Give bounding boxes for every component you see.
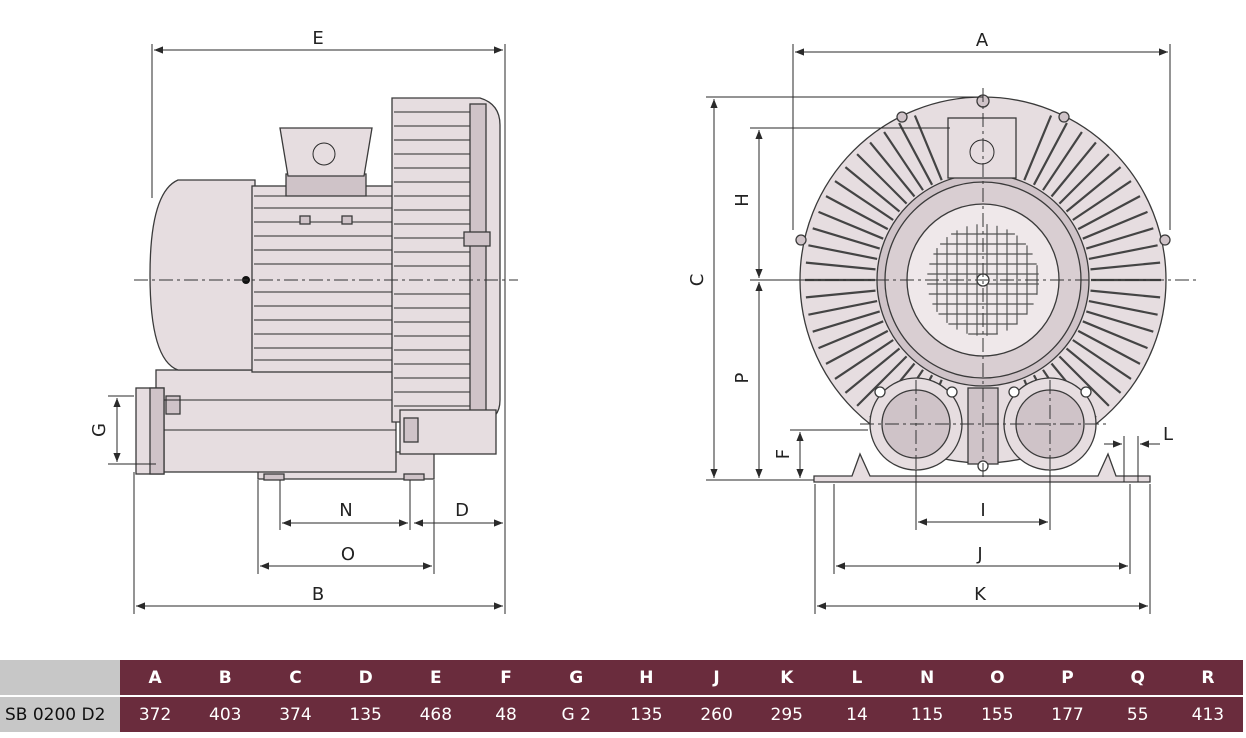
cooling-fin bbox=[805, 289, 876, 299]
cooling-fin bbox=[825, 195, 889, 231]
cooling-fin bbox=[1088, 300, 1158, 316]
cooling-fin bbox=[812, 227, 881, 250]
column-header: E bbox=[400, 660, 471, 696]
table-cell: 374 bbox=[260, 695, 331, 732]
column-header: Q bbox=[1102, 660, 1173, 696]
cooling-fin bbox=[825, 329, 889, 365]
cooling-fin bbox=[1058, 153, 1110, 205]
column-header: P bbox=[1032, 660, 1103, 696]
column-header: R bbox=[1172, 660, 1243, 696]
column-header: O bbox=[962, 660, 1033, 696]
table-cell: 413 bbox=[1172, 695, 1243, 732]
table-cell: 55 bbox=[1102, 695, 1173, 732]
side-view bbox=[134, 97, 518, 481]
cooling-fin bbox=[808, 244, 878, 260]
column-header: L bbox=[821, 660, 893, 696]
dim-label-c: C bbox=[687, 274, 708, 287]
front-view bbox=[795, 88, 1200, 520]
cooling-fin bbox=[1042, 131, 1083, 191]
cooling-fin bbox=[818, 320, 884, 350]
dim-label-j: J bbox=[976, 544, 982, 565]
cooling-fin bbox=[1085, 310, 1154, 333]
table-cell: 115 bbox=[892, 695, 963, 732]
cooling-fin bbox=[818, 210, 884, 240]
cooling-fin bbox=[1082, 210, 1148, 240]
table-cell: 295 bbox=[751, 695, 822, 732]
cooling-fin bbox=[898, 122, 934, 186]
dim-label-b: B bbox=[312, 584, 324, 605]
cooling-fin bbox=[1085, 227, 1154, 250]
dim-label-g: G bbox=[89, 423, 110, 437]
column-header: N bbox=[892, 660, 963, 696]
table-cell: 14 bbox=[821, 695, 893, 732]
cooling-fin bbox=[805, 261, 876, 271]
table-cell: 403 bbox=[190, 695, 261, 732]
cooling-fin bbox=[869, 141, 916, 198]
column-header: J bbox=[681, 660, 752, 696]
blower-fins bbox=[394, 111, 472, 407]
table-cell: 135 bbox=[330, 695, 401, 732]
cooling-fin bbox=[1023, 115, 1053, 181]
dim-label-p: P bbox=[732, 372, 753, 383]
dimension-table: A B C D E F G H J K L N O P Q R SB 0200 … bbox=[0, 660, 1243, 732]
cooling-fin bbox=[913, 115, 943, 181]
dim-label-i: I bbox=[980, 500, 985, 521]
cooling-fin bbox=[808, 300, 878, 316]
column-header: C bbox=[260, 660, 331, 696]
table-cell: 177 bbox=[1032, 695, 1103, 732]
dim-label-d: D bbox=[455, 500, 469, 521]
dim-label-h: H bbox=[732, 193, 753, 207]
cooling-fin bbox=[1090, 289, 1161, 299]
column-header: B bbox=[190, 660, 261, 696]
cooling-fin bbox=[883, 131, 924, 191]
cooling-fin bbox=[1077, 329, 1141, 365]
table-cell: 155 bbox=[962, 695, 1033, 732]
cooling-fin bbox=[1077, 195, 1141, 231]
table-cell: 468 bbox=[400, 695, 471, 732]
table-cell: 260 bbox=[681, 695, 752, 732]
cooling-fin bbox=[1032, 122, 1068, 186]
cooling-fin bbox=[1058, 355, 1110, 407]
cooling-fin bbox=[1088, 244, 1158, 260]
column-header: A bbox=[120, 660, 191, 696]
column-header: F bbox=[470, 660, 542, 696]
dim-label-e: E bbox=[312, 28, 323, 49]
cooling-fin bbox=[834, 180, 894, 221]
dim-label-l: L bbox=[1163, 424, 1173, 445]
cooling-fin bbox=[856, 153, 908, 205]
dim-label-n: N bbox=[339, 500, 352, 521]
cooling-fin bbox=[844, 166, 901, 213]
table-row: SB 0200 D2 372 403 374 135 468 48 G 2 13… bbox=[0, 695, 1243, 732]
cooling-fin bbox=[1065, 166, 1122, 213]
cooling-fin bbox=[1072, 180, 1132, 221]
cooling-fin bbox=[1082, 320, 1148, 350]
dimension-drawing: E B O N D G bbox=[89, 28, 1200, 614]
dim-label-a: A bbox=[976, 30, 989, 51]
column-header: K bbox=[751, 660, 822, 696]
cooling-fin bbox=[1050, 141, 1097, 198]
dim-label-f: F bbox=[773, 449, 794, 459]
front-view-dimensions: A C H P F I J K L bbox=[687, 30, 1173, 614]
cooling-fin bbox=[1065, 347, 1122, 394]
table-cell: G 2 bbox=[541, 695, 612, 732]
cooling-fin bbox=[844, 347, 901, 394]
column-header: H bbox=[611, 660, 682, 696]
table-cell: 372 bbox=[120, 695, 191, 732]
side-view-dimensions: E B O N D G bbox=[89, 28, 506, 614]
table-cell: 135 bbox=[611, 695, 682, 732]
cooling-fin bbox=[834, 339, 894, 380]
table-header-row: A B C D E F G H J K L N O P Q R bbox=[0, 660, 1243, 696]
cooling-fin bbox=[1090, 261, 1161, 271]
cooling-fin bbox=[1072, 339, 1132, 380]
cooling-fin bbox=[856, 355, 908, 407]
cooling-fin bbox=[812, 310, 881, 333]
column-header: G bbox=[541, 660, 612, 696]
table-cell: 48 bbox=[470, 695, 542, 732]
model-cell: SB 0200 D2 bbox=[0, 695, 120, 732]
dim-label-o: O bbox=[341, 544, 355, 565]
table-corner-cell bbox=[0, 660, 120, 696]
column-header: D bbox=[330, 660, 401, 696]
dim-label-k: K bbox=[974, 584, 987, 605]
